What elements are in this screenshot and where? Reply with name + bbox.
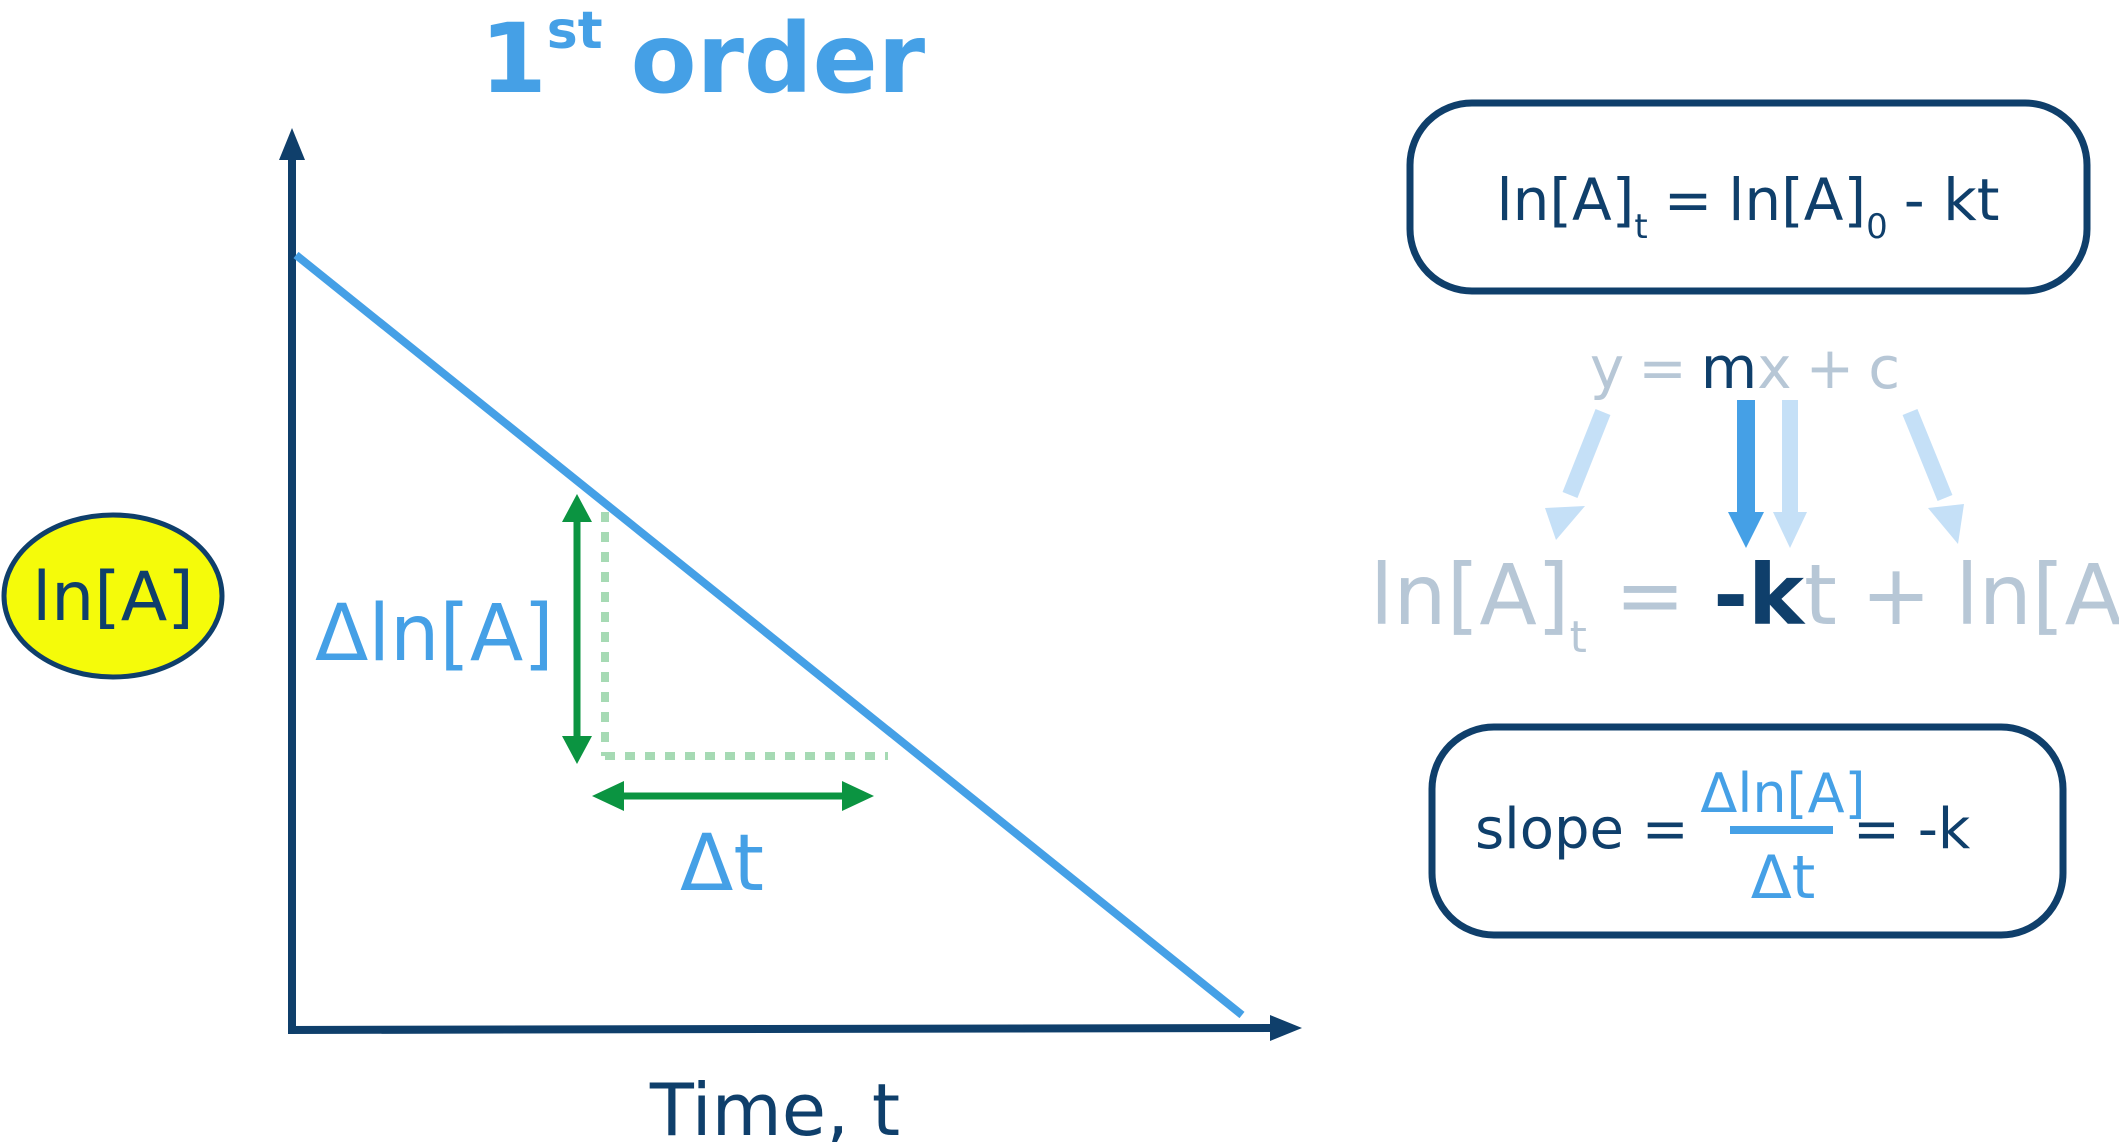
x-axis-label: Time, t xyxy=(649,1068,900,1142)
y-mapping-arrow-icon xyxy=(1545,409,1611,540)
title-number: 1 xyxy=(480,3,547,115)
integrated-law-box xyxy=(1406,99,2091,295)
up-arrow-icon xyxy=(562,494,592,522)
axes xyxy=(279,128,1302,1041)
slope-denominator: Δt xyxy=(1751,843,1816,913)
y-axis-label-ellipse xyxy=(1,512,225,680)
m-mapping-arrow-icon xyxy=(1728,400,1764,548)
x-mapping-arrow-icon xyxy=(1773,400,1807,548)
down-arrow-icon xyxy=(562,736,592,764)
line-equation: y=mx+c xyxy=(1590,334,1900,402)
delta-x-arrow xyxy=(592,781,874,811)
y-axis-label: ln[A] xyxy=(32,558,194,637)
right-arrow-icon xyxy=(842,781,874,811)
integrated-law-equation: ln[A]t=ln[A]0- kt xyxy=(1497,166,2000,247)
c-mapping-arrow-icon xyxy=(1902,408,1964,544)
slope-numerator: Δln[A] xyxy=(1700,762,1865,825)
title-word: order xyxy=(631,3,926,115)
left-arrow-icon xyxy=(592,781,624,811)
x-axis-arrow-icon xyxy=(1270,1015,1302,1041)
x-axis xyxy=(287,1024,1281,1034)
delta-y-arrow xyxy=(562,494,592,764)
delta-x-label: Δt xyxy=(680,819,764,909)
title-superscript: st xyxy=(547,1,603,61)
rearranged-equation: ln[A]t=-kt+ln[A]0 xyxy=(1370,546,2119,663)
y-axis-arrow-icon xyxy=(279,128,305,160)
slope-label: slope = xyxy=(1475,797,1689,862)
ln-a-line xyxy=(293,251,1245,1019)
slope-result: = -k xyxy=(1853,797,1971,862)
mapping-arrows xyxy=(1545,400,1964,548)
delta-y-label: Δln[A] xyxy=(315,589,554,679)
